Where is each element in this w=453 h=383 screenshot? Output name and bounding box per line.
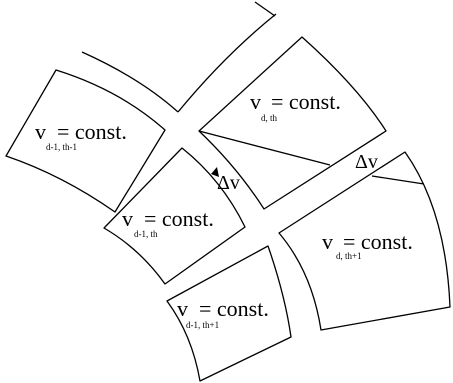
delta-arrowhead <box>211 167 219 177</box>
delta-v-left: Δv <box>211 167 240 194</box>
cell-equation: = const. <box>343 229 413 254</box>
delta-label: Δv <box>355 151 378 173</box>
cell-outline <box>103 147 246 285</box>
cell-var: v <box>322 229 333 254</box>
cell-subscript: d, th <box>261 113 278 123</box>
boundary-line-left <box>81 51 179 113</box>
delta-label: Δv <box>217 172 240 194</box>
cell-subscript: d, th+1 <box>336 251 362 261</box>
cell-var: v <box>177 296 188 321</box>
cell-var: v <box>122 206 133 231</box>
cell-equation: = const. <box>57 119 127 144</box>
cell-subscript: d-1, th-1 <box>46 142 77 152</box>
cell-d-1-th-1: v = const. d-1, th-1 <box>5 69 166 213</box>
cell-subscript: d-1, th <box>134 229 158 239</box>
cell-equation: = const. <box>271 89 341 114</box>
cell-d-1-th-plus-1: v = const. d-1, th+1 <box>166 245 292 382</box>
boundary-line-right <box>177 13 277 113</box>
boundary-line-tick <box>254 1 276 17</box>
cell-var: v <box>35 119 46 144</box>
cell-diagonal <box>371 175 425 185</box>
delta-v-right: Δv <box>355 151 378 173</box>
cell-equation: = const. <box>199 296 269 321</box>
cell-d-th-plus-1: v = const. d, th+1 <box>278 151 451 331</box>
cell-outline <box>5 69 166 213</box>
cell-subscript: d-1, th+1 <box>186 320 219 330</box>
cell-equation: = const. <box>144 206 214 231</box>
cell-diagonal <box>198 130 331 166</box>
cell-outline <box>278 151 451 331</box>
cell-var: v <box>250 89 261 114</box>
cell-outline <box>166 245 292 382</box>
cell-d-th: v = const. d, th <box>198 36 387 210</box>
cell-d-1-th: v = const. d-1, th <box>103 147 246 285</box>
cell-outline <box>198 36 387 210</box>
